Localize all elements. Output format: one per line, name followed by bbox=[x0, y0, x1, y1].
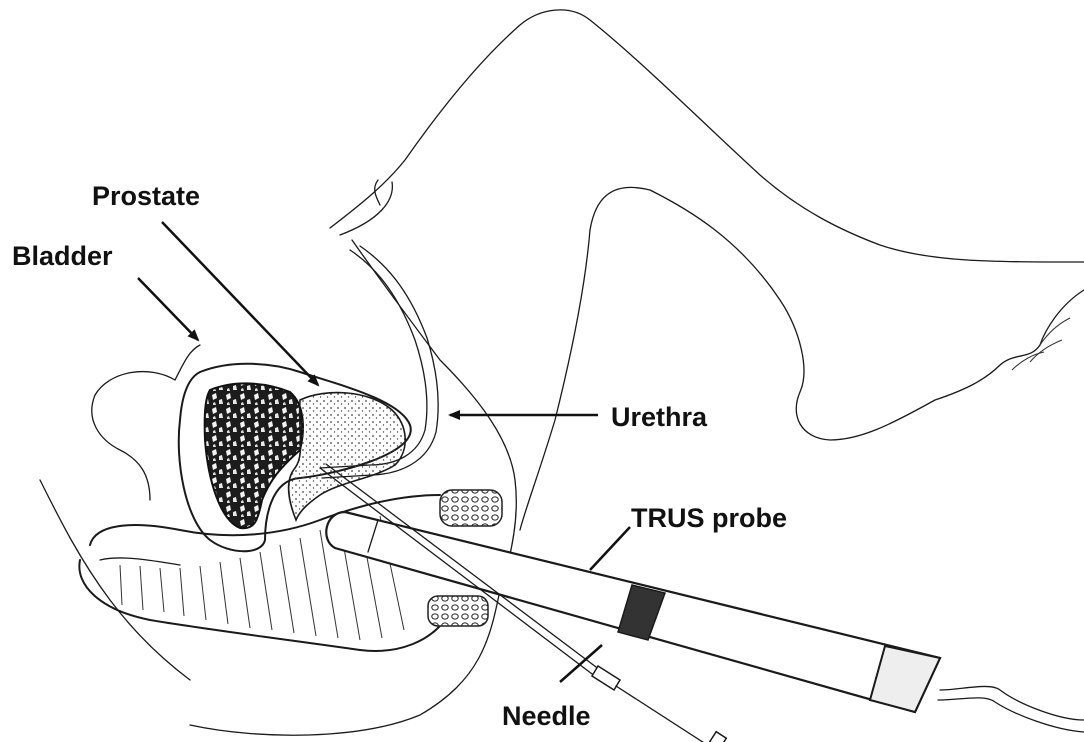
coccyx-bone bbox=[428, 596, 488, 626]
pubic-bone bbox=[440, 490, 502, 526]
rectum-folds bbox=[79, 495, 445, 651]
trus-probe-leader bbox=[590, 527, 630, 570]
prostate-label: Prostate bbox=[92, 183, 200, 210]
leg-outline bbox=[330, 10, 1084, 530]
trus-probe-label: TRUS probe bbox=[631, 505, 787, 532]
bladder-arrow bbox=[138, 278, 198, 340]
urethra-label: Urethra bbox=[611, 404, 707, 431]
bladder-label: Bladder bbox=[12, 243, 113, 270]
needle-label: Needle bbox=[502, 703, 591, 730]
pelvis-outline bbox=[40, 240, 516, 735]
